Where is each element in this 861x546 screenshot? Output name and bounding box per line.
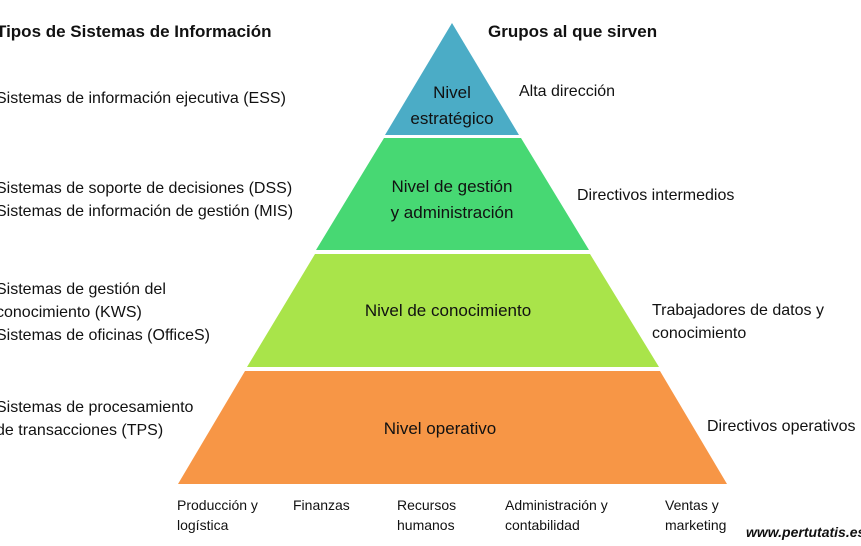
level-label-strategic: Nivel estratégico <box>410 80 493 132</box>
area-hr: Recursos humanos <box>397 495 456 535</box>
group-knowledge: Trabajadores de datos y conocimiento <box>652 299 824 345</box>
pyramid-tier-knowledge <box>247 254 659 367</box>
area-sales: Ventas y marketing <box>665 495 726 535</box>
level-label-line: Nivel <box>433 83 471 102</box>
area-line: humanos <box>397 517 455 533</box>
system-item: Sistemas de información ejecutiva (ESS) <box>0 90 286 107</box>
level-label-knowledge: Nivel de conocimiento <box>365 298 531 324</box>
area-line: logística <box>177 517 229 533</box>
area-line: Recursos <box>397 497 457 513</box>
pyramid-tier-management <box>316 138 589 250</box>
left-header: Tipos de Sistemas de Información <box>0 22 272 41</box>
systems-operational: Sistemas de procesamiento de transaccion… <box>0 396 193 442</box>
level-label-line: estratégico <box>410 109 494 128</box>
right-header: Grupos al que sirven <box>488 22 658 41</box>
pyramid-tier-strategic <box>385 23 519 135</box>
group-management: Directivos intermedios <box>577 184 734 207</box>
area-line: Administración y <box>505 497 608 513</box>
system-item: Sistemas de soporte de decisiones (DSS) <box>0 180 293 197</box>
watermark: www.pertutatis.es <box>746 524 861 540</box>
level-label-line: y administración <box>390 203 514 222</box>
systems-management: Sistemas de soporte de decisiones (DSS) … <box>0 177 293 223</box>
system-item: Sistemas de información de gestión (MIS) <box>0 203 294 220</box>
group-line: conocimiento <box>652 325 747 342</box>
area-finance: Finanzas <box>293 495 350 515</box>
group-line: Alta dirección <box>519 83 616 100</box>
area-line: marketing <box>665 517 727 533</box>
level-label-management: Nivel de gestión y administración <box>391 174 514 226</box>
group-line: Directivos intermedios <box>577 187 735 204</box>
system-item: Sistemas de oficinas (OfficeS) <box>0 327 211 344</box>
system-item: Sistemas de procesamiento <box>0 399 194 416</box>
systems-knowledge: Sistemas de gestión del conocimiento (KW… <box>0 278 210 347</box>
area-production: Producción y logística <box>177 495 258 535</box>
area-line: Producción y <box>177 497 258 513</box>
area-line: Finanzas <box>293 497 350 513</box>
group-operational: Directivos operativos <box>707 415 856 438</box>
level-label-line: Nivel de gestión <box>391 177 513 196</box>
group-strategic: Alta dirección <box>519 80 615 103</box>
area-line: contabilidad <box>505 517 580 533</box>
area-administration: Administración y contabilidad <box>505 495 608 535</box>
system-item: conocimiento (KWS) <box>0 304 142 321</box>
group-line: Trabajadores de datos y <box>652 302 824 319</box>
area-line: Ventas y <box>665 497 719 513</box>
level-label-line: Nivel operativo <box>383 419 497 438</box>
system-item: de transacciones (TPS) <box>0 422 164 439</box>
system-item: Sistemas de gestión del <box>0 281 166 298</box>
group-line: Directivos operativos <box>707 418 856 435</box>
level-label-line: Nivel de conocimiento <box>364 301 532 320</box>
level-label-operational: Nivel operativo <box>384 416 496 442</box>
systems-strategic: Sistemas de información ejecutiva (ESS) <box>0 87 286 110</box>
pyramid-tier-operational <box>178 371 727 484</box>
